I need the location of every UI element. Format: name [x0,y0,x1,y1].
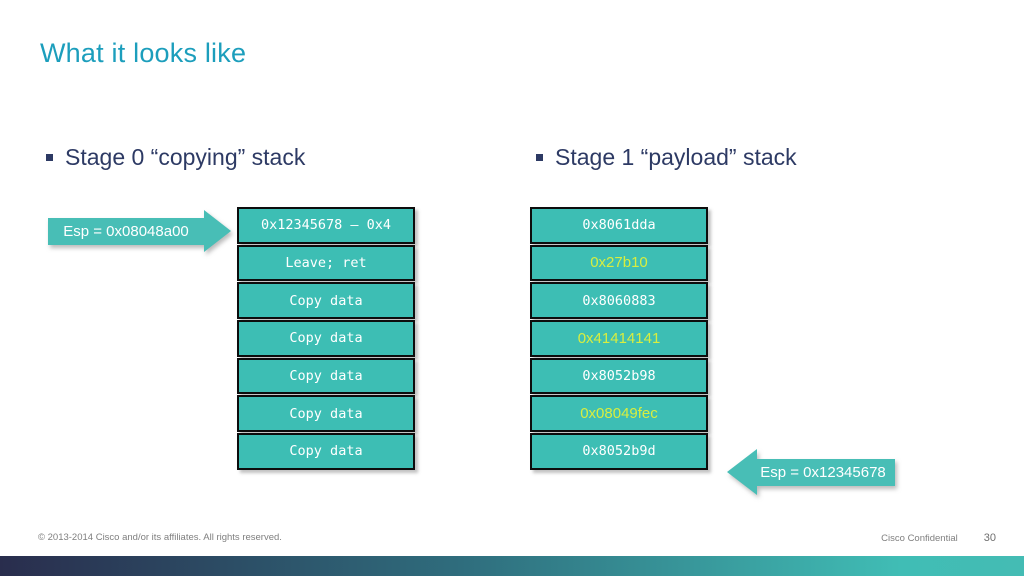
stage1-heading: Stage 1 “payload” stack [536,144,797,171]
stage0-esp-label: Esp = 0x08048a00 [48,217,204,245]
stage1-esp-pointer: Esp = 0x12345678 [727,449,895,495]
page-number: 30 [983,532,996,544]
stack-cell-label: 0x8060883 [582,292,656,309]
arrow-left-icon [727,449,757,495]
bottom-gradient-bar [0,556,1024,576]
stack-cell-label: 0x08049fec [580,405,658,423]
stage1-stack-cell: 0x8061dda [530,207,708,244]
stage0-stack: 0x12345678 – 0x4 Leave; ret Copy data Co… [237,207,415,471]
bullet-square-icon [536,154,543,161]
stack-cell-label: Leave; ret [285,254,367,271]
stack-cell-label: 0x8052b98 [582,368,656,384]
stage0-esp-pointer: Esp = 0x08048a00 [48,210,231,252]
stage1-stack-cell: 0x27b10 [530,244,708,282]
stage1-stack: 0x8061dda 0x27b10 0x8060883 0x41414141 0… [530,207,708,471]
footer-right: Cisco Confidential 30 [881,532,996,544]
stage1-esp-label: Esp = 0x12345678 [757,458,895,486]
stage1-stack-cell: 0x8060883 [530,282,708,319]
copyright-text: © 2013-2014 Cisco and/or its affiliates.… [38,532,282,543]
stack-cell-label: 0x8052b9d [582,443,656,460]
stage1-stack-cell: 0x08049fec [530,395,708,432]
stage1-stack-cell: 0x8052b9d [530,433,708,470]
stack-cell-label: 0x41414141 [577,329,661,347]
stack-cell-label: Copy data [289,292,363,309]
stage0-heading: Stage 0 “copying” stack [46,144,305,171]
stack-cell-label: Copy data [289,443,363,460]
stage0-stack-cell: Copy data [237,282,415,319]
arrow-right-icon [204,210,231,252]
confidential-label: Cisco Confidential [881,533,958,544]
stage0-stack-cell: Copy data [237,320,415,357]
stage0-stack-cell: Copy data [237,357,415,395]
stack-cell-label: 0x8061dda [582,217,656,234]
stage0-stack-cell: Copy data [237,395,415,432]
stage0-stack-cell: 0x12345678 – 0x4 [237,207,415,244]
stack-cell-label: 0x27b10 [590,254,648,272]
stage1-stack-cell: 0x41414141 [530,320,708,357]
slide-title: What it looks like [40,38,247,68]
stack-cell-label: Copy data [289,405,363,422]
stack-cell-label: Copy data [289,368,363,384]
bullet-square-icon [46,154,53,161]
stage1-stack-cell: 0x8052b98 [530,357,708,395]
stage0-stack-cell: Leave; ret [237,244,415,282]
stage1-heading-label: Stage 1 “payload” stack [555,144,797,170]
stack-cell-label: 0x12345678 – 0x4 [260,217,392,234]
stack-cell-label: Copy data [289,330,363,347]
stage0-heading-label: Stage 0 “copying” stack [65,144,306,170]
stage0-stack-cell: Copy data [237,433,415,470]
